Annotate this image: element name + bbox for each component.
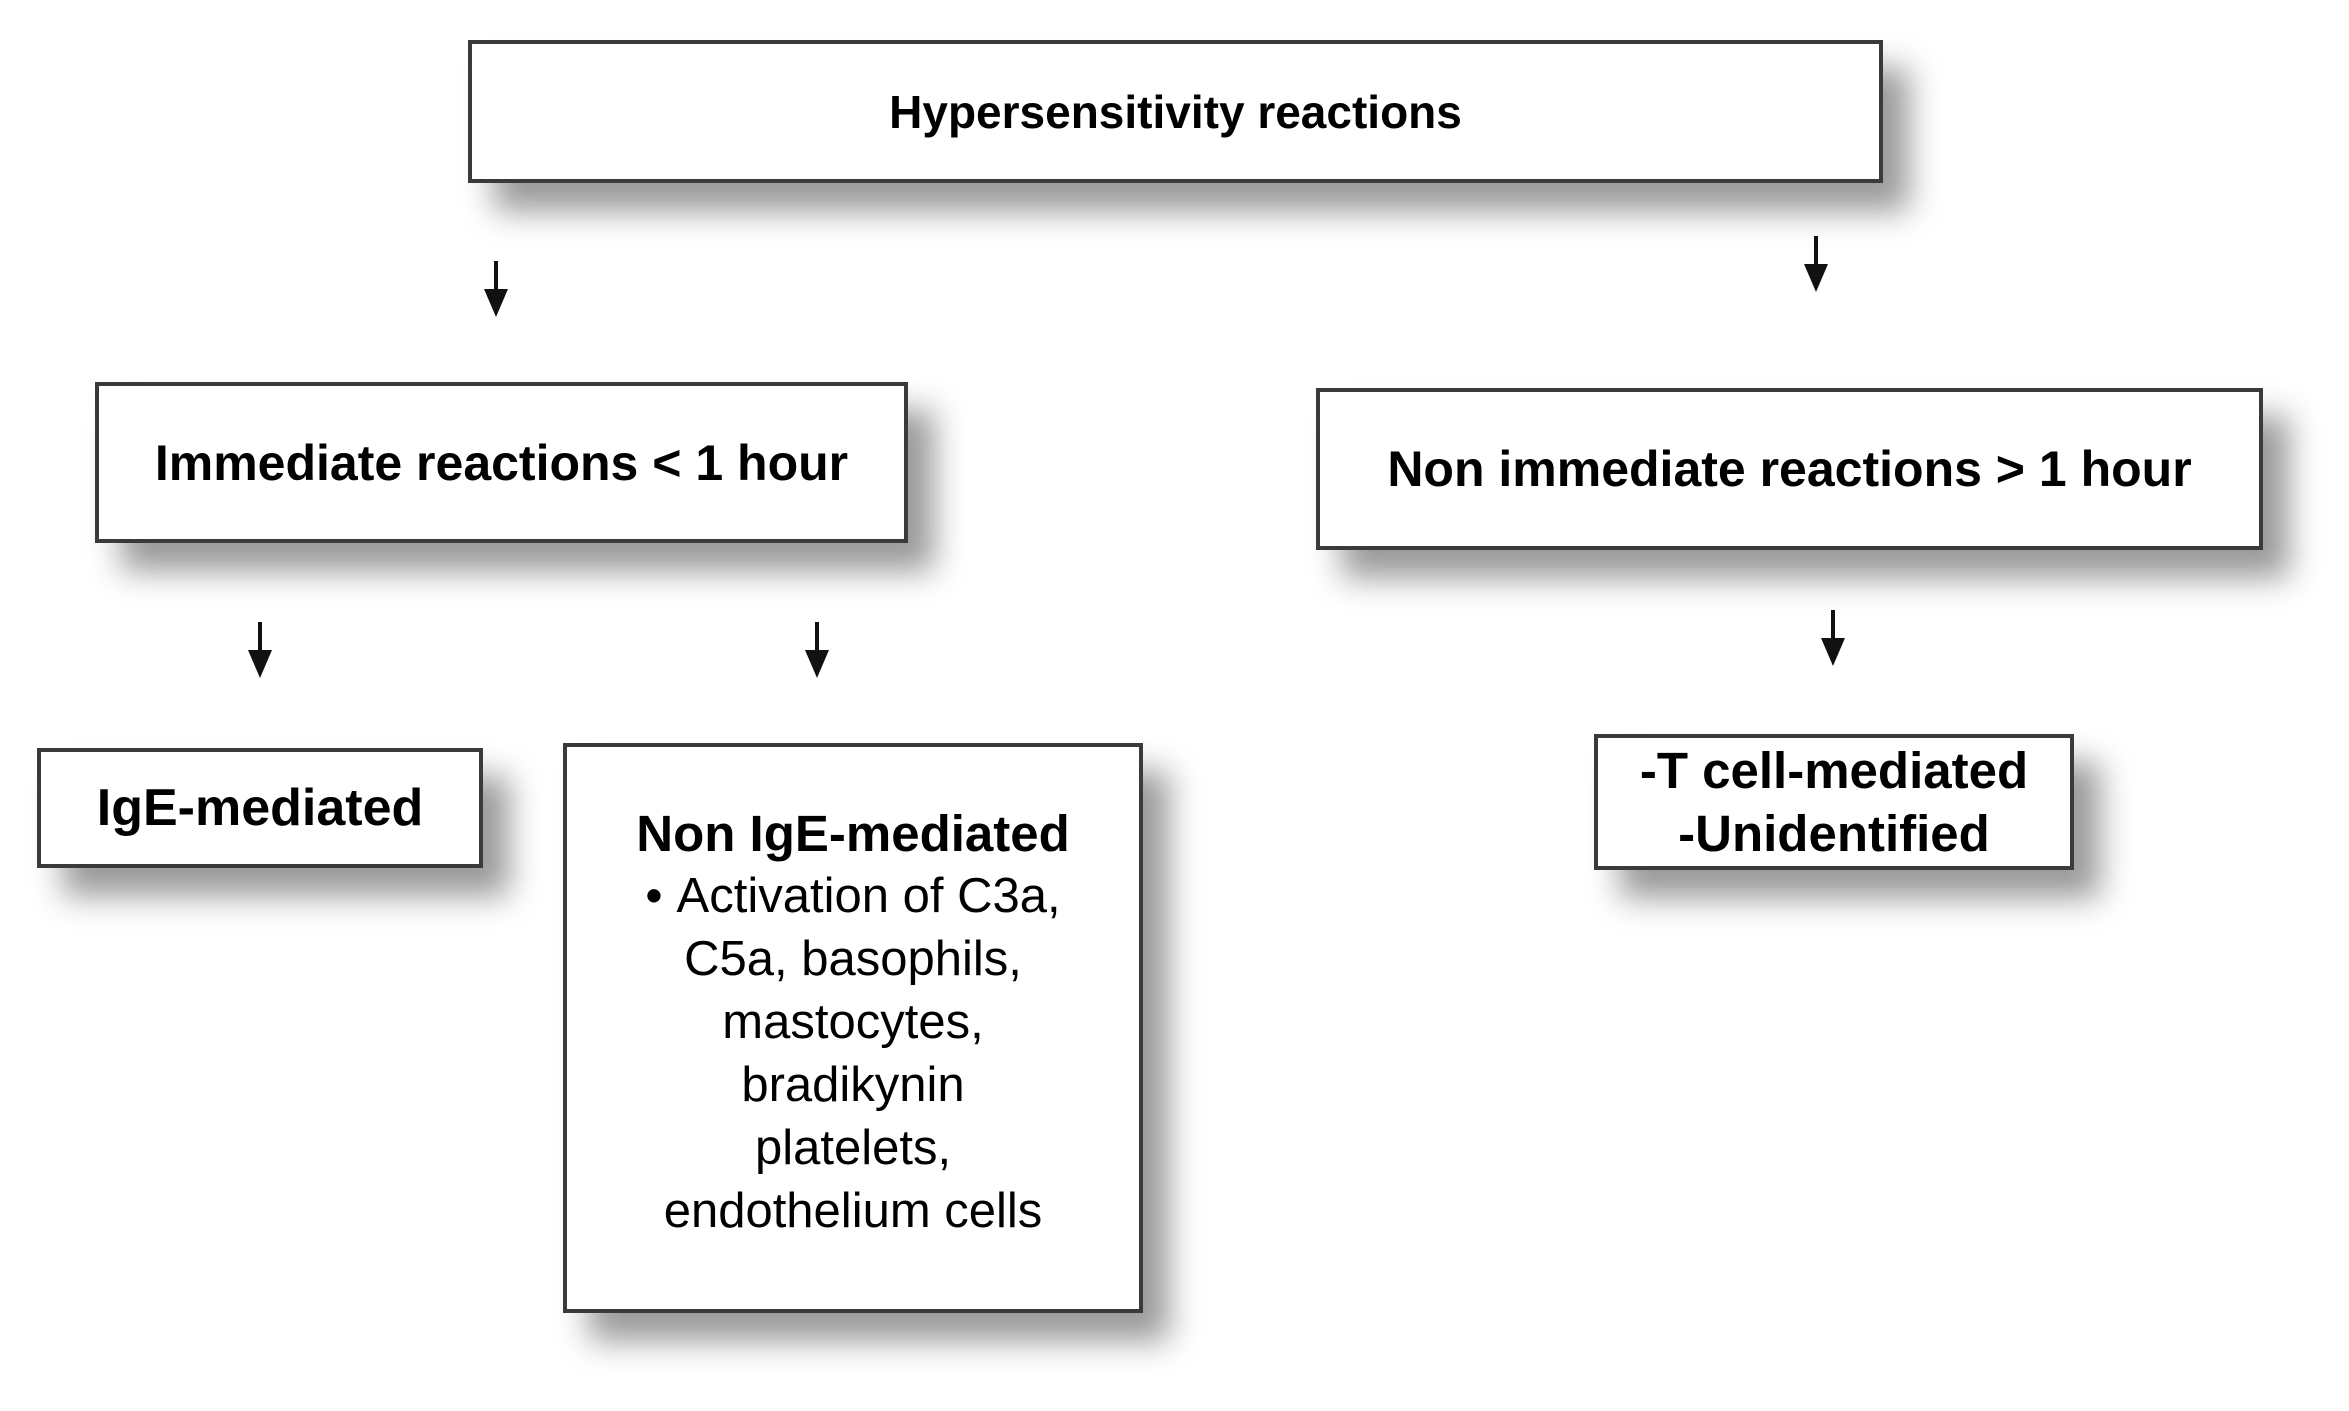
root-box-hypersensitivity-reactions: Hypersensitivity reactions [468, 40, 1883, 183]
down-arrow-icon [1821, 610, 1845, 666]
non-ige-line: Activation of C3a, [676, 868, 1061, 923]
non-immediate-reactions-box: Non immediate reactions > 1 hour [1316, 388, 2263, 550]
immediate-reactions-box: Immediate reactions < 1 hour [95, 382, 908, 543]
non-ige-line: platelets, [754, 1120, 952, 1175]
down-arrow-icon [248, 622, 272, 678]
non-immediate-reactions-label: Non immediate reactions > 1 hour [1387, 441, 2192, 497]
root-box-label: Hypersensitivity reactions [889, 85, 1462, 138]
bullet-icon: • [645, 868, 663, 923]
non-ige-mediated-box: Non IgE-mediated •Activation of C3a, C5a… [563, 743, 1143, 1313]
immediate-reactions-label: Immediate reactions < 1 hour [154, 434, 849, 491]
non-ige-line: C5a, basophils, [684, 931, 1022, 986]
non-ige-line: bradikynin [741, 1057, 965, 1112]
non-ige-mediated-title: Non IgE-mediated [636, 804, 1070, 862]
non-ige-bullet-line: •Activation of C3a, [645, 865, 1060, 928]
down-arrow-icon [484, 261, 508, 317]
t-cell-line: -T cell-mediated [1639, 742, 2029, 799]
non-ige-line: mastocytes, [722, 994, 984, 1049]
non-ige-line: endothelium cells [663, 1183, 1043, 1238]
down-arrow-icon [805, 622, 829, 678]
down-arrow-icon [1804, 236, 1828, 292]
ige-mediated-box: IgE-mediated [37, 748, 483, 868]
ige-mediated-label: IgE-mediated [96, 779, 424, 837]
t-cell-line: -Unidentified [1678, 805, 1990, 862]
t-cell-mediated-box: -T cell-mediated -Unidentified [1594, 734, 2074, 870]
